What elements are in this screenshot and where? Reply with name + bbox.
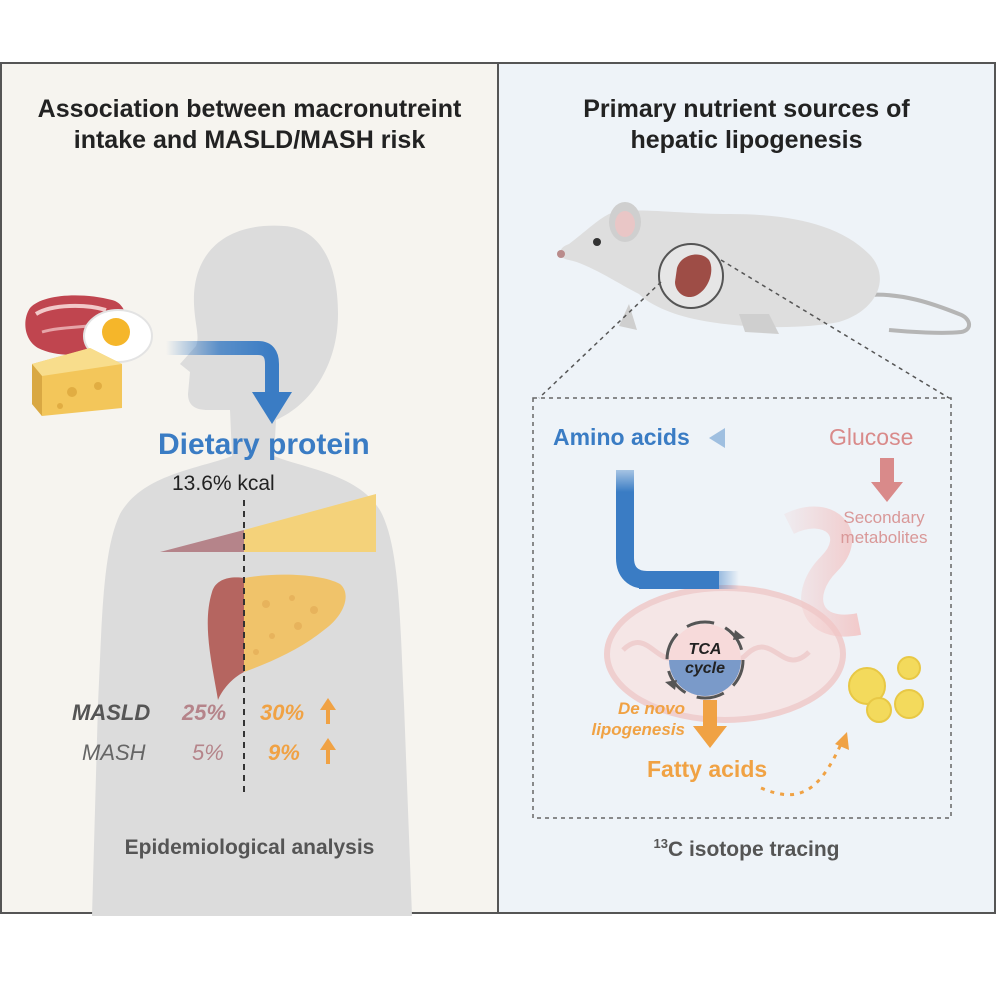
fatty-acids-label: Fatty acids bbox=[647, 756, 768, 782]
amino-acids-label: Amino acids bbox=[553, 424, 690, 450]
high-intake-wedge bbox=[244, 494, 376, 552]
secondary-metabolite-flow bbox=[784, 506, 862, 637]
amino-acid-pipe-horizontal bbox=[639, 571, 739, 589]
mash-high-value: 9% bbox=[268, 740, 300, 765]
lipid-flow-arrowhead-icon bbox=[835, 732, 849, 750]
right-panel: Primary nutrient sources of hepatic lipo… bbox=[498, 62, 996, 914]
glucose-to-amino-arrowhead-icon bbox=[709, 428, 725, 448]
masld-label: MASLD bbox=[72, 700, 151, 725]
mash-low-value: 5% bbox=[192, 740, 224, 765]
masld-up-arrow-icon bbox=[320, 698, 336, 724]
mash-label: MASH bbox=[82, 740, 146, 765]
glucose-label: Glucose bbox=[829, 424, 914, 450]
left-title-line1: Association between macronutreint bbox=[37, 95, 462, 123]
cheese-icon bbox=[32, 348, 122, 416]
left-title-line2: intake and MASLD/MASH risk bbox=[73, 126, 426, 154]
secondary-line1: Secondary bbox=[843, 508, 925, 527]
human-silhouette-icon bbox=[92, 225, 412, 916]
right-illustration bbox=[532, 202, 971, 819]
right-title-line1: Primary nutrient sources of bbox=[583, 95, 910, 123]
tca-cycle-icon bbox=[665, 620, 745, 700]
zoom-box bbox=[532, 397, 952, 819]
lipid-droplets-icon bbox=[848, 656, 924, 723]
liver-icon bbox=[207, 574, 346, 700]
low-intake-wedge bbox=[160, 530, 244, 552]
tca-line1: TCA bbox=[688, 641, 722, 658]
masld-high-value: 30% bbox=[260, 700, 305, 725]
dietary-protein-label: Dietary protein bbox=[158, 428, 370, 461]
isotope-superscript: 13 bbox=[653, 836, 668, 851]
threshold-label: 13.6% kcal bbox=[172, 472, 275, 495]
intake-arrow-icon bbox=[166, 341, 279, 394]
right-footer-text: C isotope tracing bbox=[667, 838, 840, 861]
left-panel: Association between macronutreint intake… bbox=[0, 62, 498, 916]
masld-low-value: 25% bbox=[182, 700, 227, 725]
left-illustration bbox=[25, 225, 412, 916]
glucose-down-arrowhead-icon bbox=[871, 482, 903, 502]
intake-arrowhead-icon bbox=[252, 392, 292, 424]
mouse-icon bbox=[557, 202, 971, 335]
fatty-acid-arrow bbox=[703, 700, 717, 730]
right-title: Primary nutrient sources of hepatic lipo… bbox=[499, 94, 994, 156]
right-footer: 13C isotope tracing bbox=[499, 836, 994, 862]
glucose-down-arrow bbox=[880, 458, 894, 484]
de-novo-line2: lipogenesis bbox=[591, 720, 685, 739]
zoom-line-left bbox=[538, 281, 662, 399]
de-novo-line1: De novo bbox=[617, 699, 685, 718]
right-title-line2: hepatic lipogenesis bbox=[630, 126, 863, 154]
fatty-acid-arrowhead-icon bbox=[693, 726, 727, 748]
tca-line2: cycle bbox=[684, 660, 726, 677]
left-footer: Epidemiological analysis bbox=[124, 836, 375, 859]
de-novo-lipogenesis-label: De novo lipogenesis bbox=[575, 698, 685, 740]
amino-acid-pipe-vertical bbox=[616, 470, 719, 589]
left-title: Association between macronutreint intake… bbox=[2, 94, 497, 156]
secondary-metabolites-label: Secondary metabolites bbox=[829, 508, 939, 548]
lipid-flow-curve bbox=[760, 743, 843, 797]
tca-cycle-label: TCA cycle bbox=[675, 640, 735, 678]
mash-up-arrow-icon bbox=[320, 738, 336, 764]
secondary-line2: metabolites bbox=[840, 528, 928, 547]
